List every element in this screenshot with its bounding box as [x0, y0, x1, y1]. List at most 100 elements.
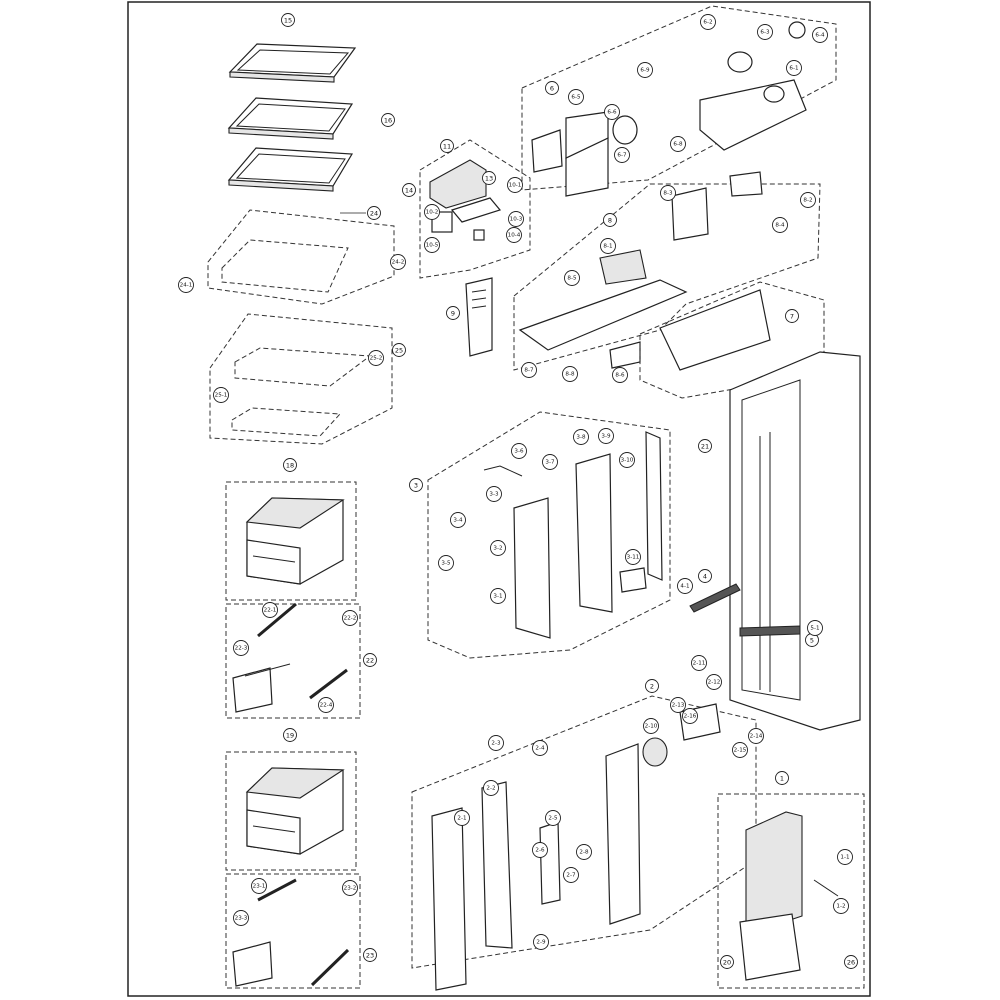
callout-label: 10-5 — [426, 243, 439, 249]
callout-circle — [637, 62, 653, 78]
callout-label: 1-2 — [836, 904, 845, 910]
callout-circle — [568, 89, 584, 105]
callout-4-1: 4-1 — [677, 578, 693, 594]
callout-6-2: 6-2 — [700, 14, 716, 30]
module-2 — [411, 695, 757, 991]
callout-label: 3-10 — [621, 458, 634, 464]
callout-label: 4 — [703, 573, 707, 581]
callout-3-5: 3-5 — [438, 555, 454, 571]
callout-label: 19 — [286, 732, 294, 740]
callout-circle — [532, 740, 548, 756]
callout-circle — [772, 217, 788, 233]
callout-6-6: 6-6 — [604, 104, 620, 120]
callout-label: 7 — [790, 313, 794, 321]
callout-8-2: 8-2 — [800, 192, 816, 208]
callout-circle — [698, 569, 712, 583]
callout-label: 4-1 — [680, 584, 690, 590]
callout-circle — [786, 60, 802, 76]
callout-18: 18 — [283, 458, 297, 472]
callout-label: 25-2 — [370, 356, 383, 362]
callout-label: 8-2 — [803, 198, 812, 204]
callout-8-5: 8-5 — [564, 270, 580, 286]
callout-circle — [381, 113, 395, 127]
callout-8-4: 8-4 — [772, 217, 788, 233]
callout-8-8: 8-8 — [562, 366, 578, 382]
callout-22-2: 22-2 — [342, 610, 358, 626]
callout-1-1: 1-1 — [837, 849, 853, 865]
callout-label: 23 — [366, 952, 374, 960]
callout-label: 6-5 — [571, 95, 581, 101]
callout-6-9: 6-9 — [637, 62, 653, 78]
callout-circle — [446, 306, 460, 320]
callout-label: 6-7 — [617, 153, 627, 159]
callout-3-6: 3-6 — [511, 443, 527, 459]
callout-8-7: 8-7 — [521, 362, 537, 378]
callout-label: 8-8 — [565, 372, 575, 378]
callout-circle — [670, 697, 686, 713]
callout-circle — [409, 478, 423, 492]
callout-2-4: 2-4 — [532, 740, 548, 756]
callout-22-1: 22-1 — [262, 602, 278, 618]
callout-label: 15 — [284, 17, 292, 25]
callout-2: 2 — [645, 679, 659, 693]
callout-26: 26 — [844, 955, 858, 969]
callout-2-5: 2-5 — [545, 810, 561, 826]
callout-2-11: 2-11 — [691, 655, 707, 671]
panel-9 — [465, 277, 493, 357]
callout-label: 3-4 — [453, 518, 463, 524]
callout-label: 22 — [366, 657, 374, 665]
callout-2-10: 2-10 — [643, 718, 659, 734]
callout-circle — [603, 213, 617, 227]
callout-label: 2-3 — [491, 741, 501, 747]
callout-2-7: 2-7 — [563, 867, 579, 883]
callout-circle — [775, 771, 789, 785]
callout-label: 3-5 — [441, 561, 451, 567]
callout-3-11: 3-11 — [625, 549, 641, 565]
cabinet — [729, 351, 861, 731]
callout-2-15: 2-15 — [732, 742, 748, 758]
callout-14: 14 — [402, 183, 416, 197]
callout-circle — [532, 842, 548, 858]
callout-circle — [682, 708, 698, 724]
callout-circle — [367, 206, 381, 220]
callout-label: 2-16 — [684, 714, 697, 720]
callout-label: 1 — [780, 775, 784, 783]
callout-label: 3-11 — [627, 555, 640, 561]
callout-circle — [424, 204, 440, 220]
callout-circle — [490, 588, 506, 604]
evaporator-1 — [717, 793, 865, 989]
callout-13: 13 — [482, 171, 496, 185]
callout-label: 2 — [650, 683, 654, 691]
callout-circle — [363, 653, 377, 667]
callout-circle — [438, 555, 454, 571]
drawer-rails-22 — [225, 602, 361, 719]
callout-5-1: 5-1 — [807, 620, 823, 636]
callout-label: 25 — [395, 347, 403, 355]
callout-label: 2-7 — [566, 873, 576, 879]
callout-label: 22-3 — [235, 646, 248, 652]
callout-circle — [506, 227, 522, 243]
pantry-drawer-24 — [207, 209, 395, 305]
callout-label: 8-1 — [603, 244, 613, 250]
callout-label: 3-9 — [601, 434, 611, 440]
ice-maker-6 — [521, 5, 837, 197]
callout-circle — [454, 810, 470, 826]
callout-20: 20 — [720, 955, 734, 969]
callout-6-3: 6-3 — [757, 24, 773, 40]
callout-label: 25-1 — [215, 393, 228, 399]
callout-label: 6-8 — [673, 142, 683, 148]
callout-circle — [837, 849, 853, 865]
callout-circle — [363, 948, 377, 962]
callout-circle — [573, 429, 589, 445]
callout-circle — [598, 428, 614, 444]
callout-2-8: 2-8 — [576, 844, 592, 860]
callout-23-2: 23-2 — [342, 880, 358, 896]
callout-circle — [619, 452, 635, 468]
callout-label: 2-15 — [734, 748, 747, 754]
callout-circle — [576, 844, 592, 860]
callout-3-10: 3-10 — [619, 452, 635, 468]
callout-label: 2-2 — [486, 786, 495, 792]
callout-circle — [233, 910, 249, 926]
callout-8-3: 8-3 — [660, 185, 676, 201]
callout-label: 2-5 — [548, 816, 558, 822]
